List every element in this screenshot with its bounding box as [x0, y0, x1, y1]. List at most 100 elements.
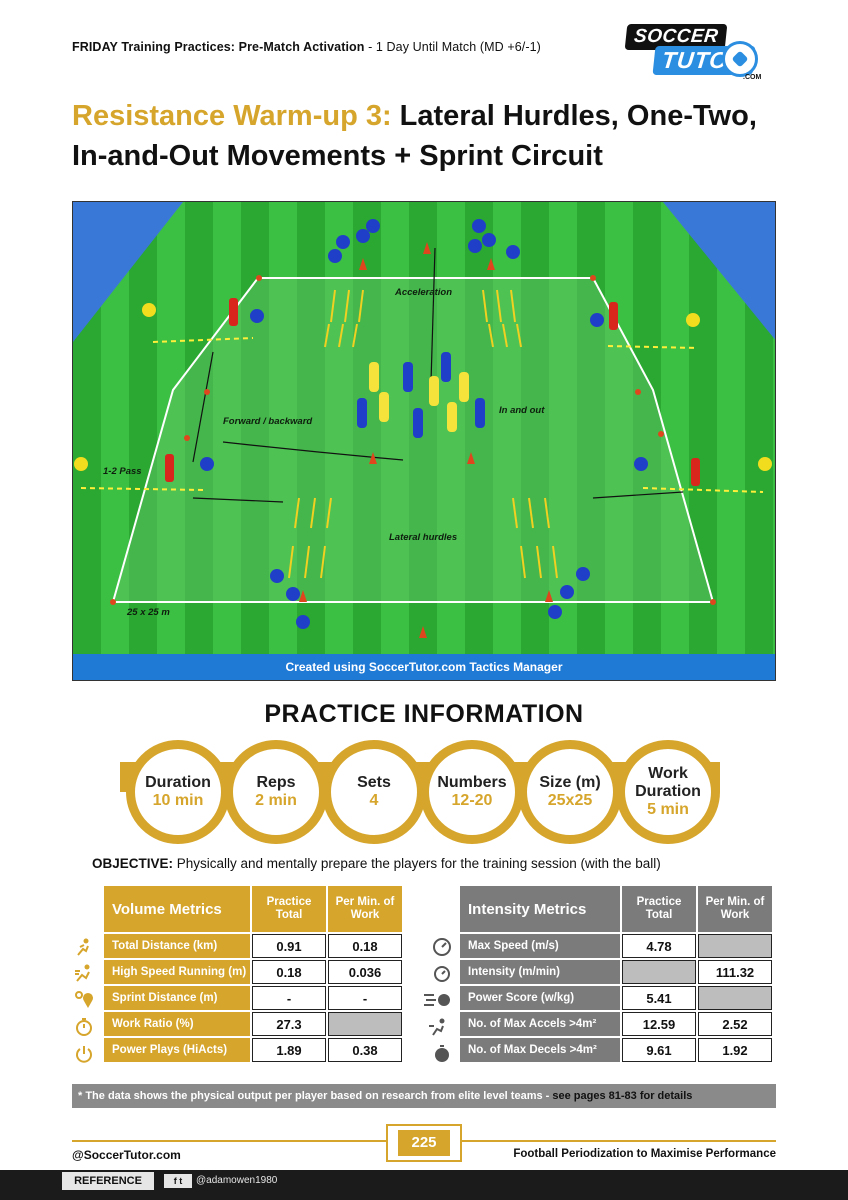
row-total: 0.18 — [252, 960, 326, 984]
acceleration-arrow — [430, 247, 436, 383]
row-label: Max Speed (m/s) — [460, 934, 620, 958]
power-icon — [76, 1046, 92, 1063]
row-total: 0.91 — [252, 934, 326, 958]
row-label: Work Ratio (%) — [104, 1012, 250, 1036]
table-row: High Speed Running (m) 0.18 0.036 — [104, 960, 402, 984]
note-link[interactable]: see pages 81-83 for details — [552, 1090, 693, 1102]
note-text: * The data shows the physical output per… — [78, 1090, 553, 1102]
label-forward-backward: Forward / backward — [223, 416, 313, 427]
row-label: Sprint Distance (m) — [104, 986, 250, 1010]
intensity-col-permin: Per Min. of Work — [698, 886, 772, 932]
table-row: Power Plays (HiActs) 1.89 0.38 — [104, 1038, 402, 1062]
intensity-metrics-table: Intensity Metrics Practice Total Per Min… — [458, 884, 774, 1064]
hurdle-group-bottom-left — [288, 497, 332, 579]
label-size: 25 x 25 m — [127, 607, 170, 618]
row-permin-empty — [698, 934, 772, 958]
row-permin: - — [328, 986, 402, 1010]
info-label: Numbers — [437, 774, 507, 791]
cones — [110, 242, 716, 638]
row-permin: 0.38 — [328, 1038, 402, 1062]
row-label: Power Score (w/kg) — [460, 986, 620, 1010]
route-pin-icon — [75, 991, 93, 1008]
row-permin-empty — [328, 1012, 402, 1036]
soccertutor-logo: SOCCER TUTOR .COM — [624, 22, 776, 82]
info-reps: Reps 2 min — [224, 740, 328, 844]
header-bold: FRIDAY Training Practices: Pre-Match Act… — [72, 40, 365, 54]
table-row: No. of Max Accels >4m² 12.59 2.52 — [460, 1012, 772, 1036]
objective-label: OBJECTIVE: — [92, 856, 174, 871]
football-icon — [722, 41, 758, 77]
footer-left: @SoccerTutor.com — [72, 1148, 181, 1162]
intensity-col-total: Practice Total — [622, 886, 696, 932]
sprinter-icon — [75, 964, 90, 982]
row-total: 5.41 — [622, 986, 696, 1010]
objective-text: Physically and mentally prepare the play… — [173, 856, 661, 871]
table-row: No. of Max Decels >4m² 9.61 1.92 — [460, 1038, 772, 1062]
timer-icon — [434, 966, 450, 982]
table-row: Sprint Distance (m) - - — [104, 986, 402, 1010]
training-diagram: Acceleration In and out Forward / backwa… — [72, 201, 776, 681]
info-work-duration: Work Duration 5 min — [616, 740, 720, 844]
forward-backward-arrow — [192, 351, 214, 463]
pass-line-4 — [642, 487, 764, 493]
table-row: Total Distance (km) 0.91 0.18 — [104, 934, 402, 958]
pitch-diagram-svg — [73, 202, 775, 680]
pass-arrow-right — [592, 491, 684, 499]
info-value: 4 — [369, 792, 379, 809]
red-mannequins — [165, 298, 700, 486]
info-value: 25x25 — [547, 792, 593, 809]
row-permin: 2.52 — [698, 1012, 772, 1036]
reference-label: REFERENCE — [62, 1172, 154, 1190]
table-row: Work Ratio (%) 27.3 — [104, 1012, 402, 1036]
page-title: Resistance Warm-up 3: Lateral Hurdles, O… — [72, 96, 772, 176]
stand-top-left — [73, 202, 183, 342]
data-note: * The data shows the physical output per… — [72, 1084, 776, 1108]
info-label: Duration — [145, 774, 211, 791]
label-one-two-pass: 1-2 Pass — [103, 466, 142, 477]
row-label: Power Plays (HiActs) — [104, 1038, 250, 1062]
title-prefix: Resistance Warm-up 3: — [72, 100, 392, 132]
speed-lines-icon — [424, 994, 450, 1006]
yellow-players — [74, 303, 772, 471]
logo-com: .COM — [743, 74, 762, 81]
stopwatch-icon — [76, 1018, 92, 1036]
table-row: Intensity (m/min) 111.32 — [460, 960, 772, 984]
row-permin: 1.92 — [698, 1038, 772, 1062]
running-distance-icon — [77, 938, 89, 956]
table-row: Power Score (w/kg) 5.41 — [460, 986, 772, 1010]
pitch-grass — [73, 202, 775, 680]
volume-col-permin: Per Min. of Work — [328, 886, 402, 932]
accelerate-runner-icon — [429, 1018, 445, 1036]
pass-arrow-left — [192, 497, 284, 503]
header-thin: - 1 Day Until Match (MD +6/-1) — [364, 40, 541, 54]
blue-players — [200, 219, 648, 629]
run-arrow — [222, 441, 404, 461]
hurdle-group-bottom-right — [512, 497, 558, 579]
row-total: 1.89 — [252, 1038, 326, 1062]
info-numbers: Numbers 12-20 — [420, 740, 524, 844]
diagram-credit: Created using SoccerTutor.com Tactics Ma… — [73, 654, 775, 680]
row-label: Intensity (m/min) — [460, 960, 620, 984]
social-icons: f t — [164, 1174, 192, 1188]
row-total: 9.61 — [622, 1038, 696, 1062]
label-lateral-hurdles: Lateral hurdles — [389, 532, 458, 543]
volume-col-total: Practice Total — [252, 886, 326, 932]
objective: OBJECTIVE: Physically and mentally prepa… — [92, 856, 661, 871]
row-total: 4.78 — [622, 934, 696, 958]
title-rest: Lateral Hurdles, One-Two, In-and-Out Mov… — [72, 100, 757, 172]
info-value: 2 min — [255, 792, 297, 809]
row-permin: 111.32 — [698, 960, 772, 984]
practice-info-heading: PRACTICE INFORMATION — [264, 700, 584, 728]
row-label: High Speed Running (m) — [104, 960, 250, 984]
row-total: - — [252, 986, 326, 1010]
hurdle-group-top-left — [324, 289, 364, 348]
volume-title: Volume Metrics — [104, 886, 250, 932]
row-label: No. of Max Decels >4m² — [460, 1038, 620, 1062]
info-label: Work Duration — [635, 765, 701, 800]
info-label: Reps — [256, 774, 296, 791]
row-label: No. of Max Accels >4m² — [460, 1012, 620, 1036]
volume-metrics-table: Volume Metrics Practice Total Per Min. o… — [102, 884, 404, 1064]
page-number-box: 225 — [386, 1124, 462, 1162]
label-acceleration: Acceleration — [395, 287, 453, 298]
row-total: 12.59 — [622, 1012, 696, 1036]
